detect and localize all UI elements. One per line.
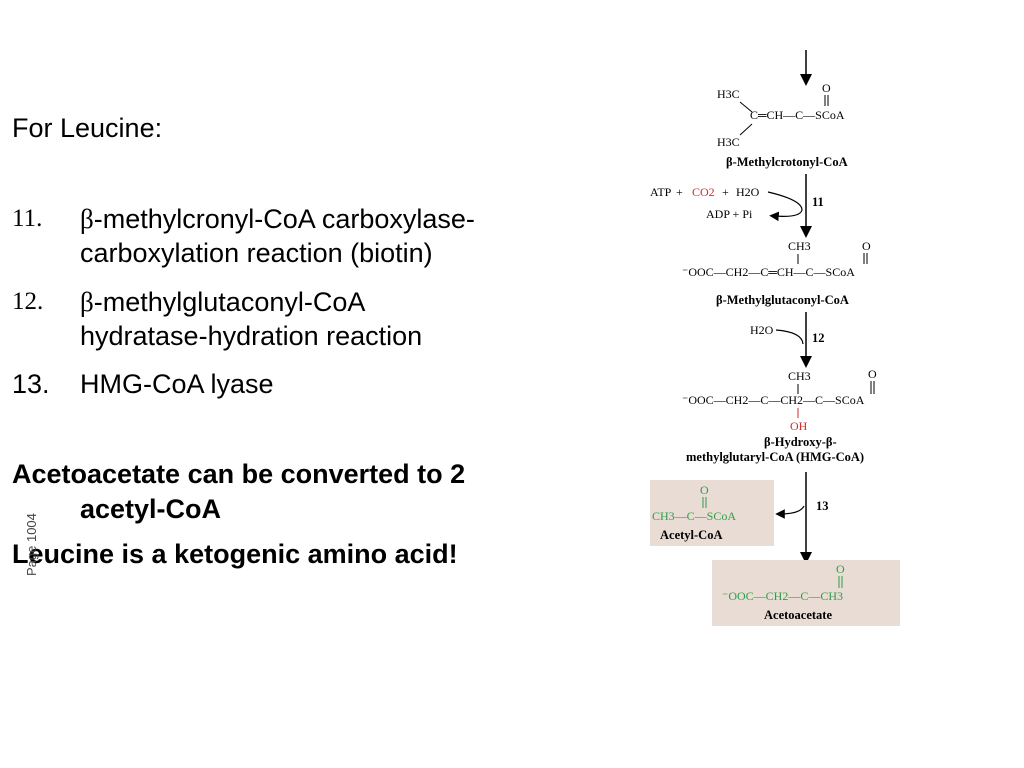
compound-methylglutaconyl-coa: CH3 O ⁻OOC—CH2—C═CH—C—SCoA β-Methylgluta… <box>682 239 871 307</box>
chain-label: ⁻OOC—CH2—C═CH—C—SCoA <box>682 265 855 279</box>
compound-acetyl-coa: O CH3—C—SCoA Acetyl-CoA <box>650 480 774 546</box>
item-number: 11. <box>12 205 43 232</box>
compound-methylcrotonyl-coa: H3C O C═CH—C—SCoA H3C β-Methylcrotonyl-C… <box>717 81 848 169</box>
note-line-2: acetyl-CoA <box>80 494 222 524</box>
h3c-top-label: H3C <box>717 87 740 101</box>
reaction-step-13: 13 <box>775 472 829 564</box>
chain-label: ⁻OOC—CH2—C—CH2—C—SCoA <box>682 393 865 407</box>
ch3-label: CH3 <box>788 369 811 383</box>
item-text-line2: hydratase-hydration reaction <box>80 321 423 351</box>
curved-arrow <box>775 329 804 345</box>
beta-symbol: β <box>80 287 94 317</box>
item-text: HMG-CoA lyase <box>80 367 600 401</box>
oxygen-label: O <box>700 483 709 497</box>
compound-name: Acetyl-CoA <box>660 528 722 542</box>
slide-heading: For Leucine: <box>12 113 163 143</box>
reaction-step-12: H2O 12 <box>750 312 825 368</box>
acetyl-coa-box <box>650 480 774 546</box>
item-text-line1: -methylcronyl-CoA carboxylase- <box>93 204 475 234</box>
curved-arrow <box>775 505 805 519</box>
note-line-1: Acetoacetate can be converted to 2 <box>12 459 466 489</box>
oxygen-label: O <box>862 239 871 253</box>
note-line-3: Leucine is a ketogenic amino acid! <box>12 539 458 569</box>
atp-label: ATP <box>650 185 672 199</box>
compound-name: β-Methylglutaconyl-CoA <box>716 293 849 307</box>
h2o-label: H2O <box>736 185 760 199</box>
item-number: 12. <box>12 288 44 315</box>
item-text: β-methylglutaconyl-CoA hydratase-hydrati… <box>80 285 600 353</box>
oxygen-label: O <box>836 562 845 576</box>
compound-name-line1: β-Hydroxy-β- <box>764 435 837 449</box>
page-label: Page 1004 <box>24 513 39 576</box>
oxygen-label: O <box>868 367 877 381</box>
chain-label: C═CH—C—SCoA <box>750 108 845 122</box>
item-text: β-methylcronyl-CoA carboxylase- carboxyl… <box>80 202 600 270</box>
compound-name-line2: methylglutaryl-CoA (HMG-CoA) <box>686 450 864 464</box>
compound-name: Acetoacetate <box>764 608 832 622</box>
svg-text:+: + <box>676 185 683 199</box>
curved-arrow <box>767 191 803 222</box>
ch3-label: CH3 <box>788 239 811 253</box>
adp-label: ADP + Pi <box>706 207 753 221</box>
compound-hmg-coa: CH3 O ⁻OOC—CH2—C—CH2—C—SCoA OH β-Hydroxy… <box>682 367 877 464</box>
item-number: 13. <box>12 369 50 399</box>
item-text-line2: carboxylation reaction (biotin) <box>80 238 433 268</box>
chain-label: CH3—C—SCoA <box>652 509 736 523</box>
svg-text:+: + <box>722 185 729 199</box>
compound-name: β-Methylcrotonyl-CoA <box>726 155 848 169</box>
oxygen-label: O <box>822 81 831 95</box>
step-number: 12 <box>812 331 825 345</box>
step-number: 11 <box>812 195 824 209</box>
co2-label: CO2 <box>692 185 715 199</box>
reaction-step-11: ATP + CO2 + H2O ADP + Pi 11 <box>650 174 824 238</box>
compound-acetoacetate: O ⁻OOC—CH2—C—CH3 Acetoacetate <box>712 560 900 626</box>
item-text-line1: HMG-CoA lyase <box>80 369 274 399</box>
chain-label: ⁻OOC—CH2—C—CH3 <box>722 589 843 603</box>
acetoacetate-box <box>712 560 900 626</box>
beta-symbol: β <box>80 204 94 234</box>
h2o-label: H2O <box>750 323 774 337</box>
leucine-pathway-diagram: H3C O C═CH—C—SCoA H3C β-Methylcrotonyl-C… <box>650 50 900 626</box>
step-number: 13 <box>816 499 829 513</box>
h3c-bottom-label: H3C <box>717 135 740 149</box>
oh-label: OH <box>790 419 808 433</box>
item-text-line1: -methylglutaconyl-CoA <box>93 287 366 317</box>
